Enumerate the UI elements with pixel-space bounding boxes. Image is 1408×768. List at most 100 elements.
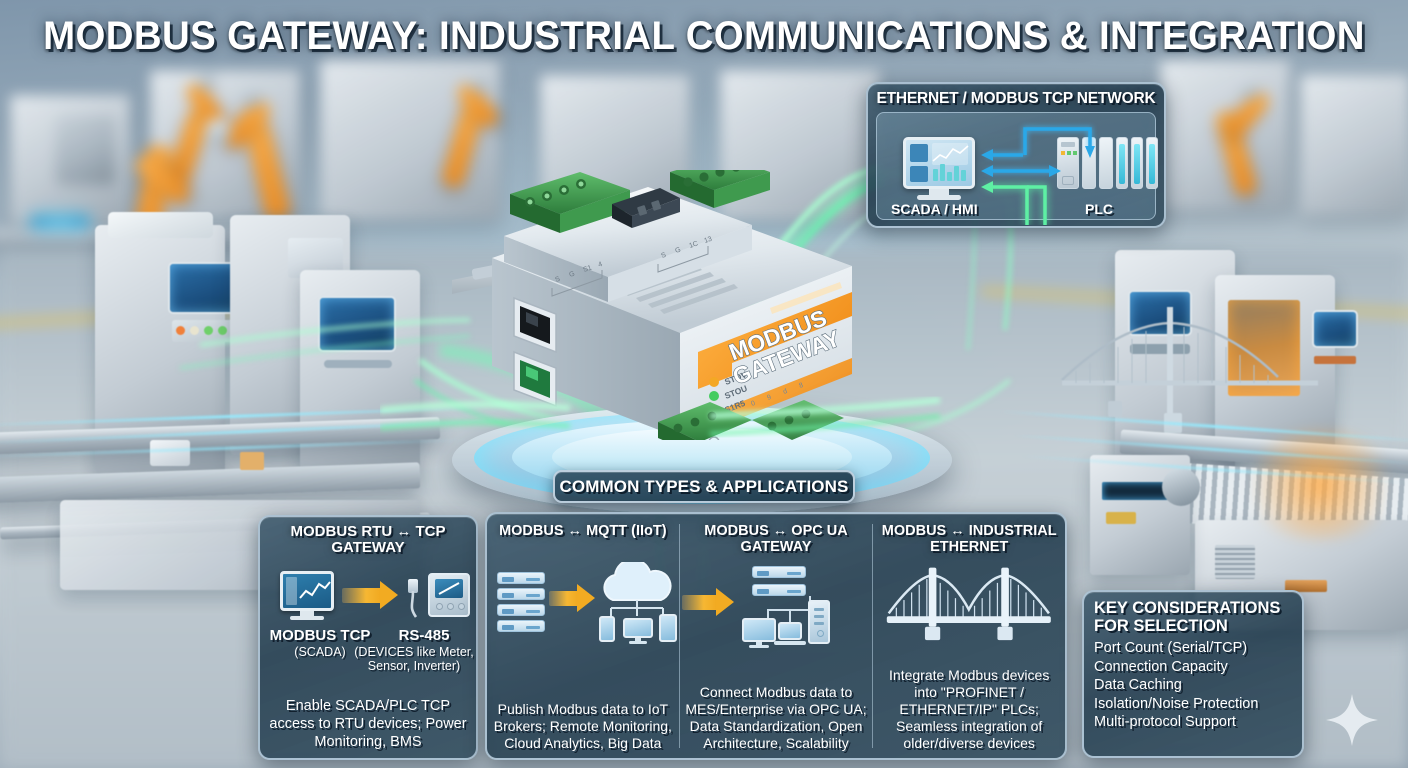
card-divider	[678, 524, 681, 748]
svg-text:S: S	[554, 276, 561, 284]
key-considerations-panel: KEY CONSIDERATIONS FOR SELECTION Port Co…	[1082, 590, 1304, 758]
network-arrows	[981, 127, 1095, 225]
fg-cabinet-slot	[324, 360, 392, 368]
bg-machine	[1300, 75, 1408, 215]
monitor-icon	[623, 618, 653, 638]
network-diagram: SCADA / HMI PLC	[876, 112, 1158, 225]
monitor-base	[917, 195, 961, 200]
fg-right-screen	[1128, 290, 1192, 336]
modbus-gateway-device: S G S1 4 S G 1C 13	[412, 156, 872, 456]
scada-monitor-icon	[280, 571, 334, 611]
fg-vent	[1215, 545, 1255, 579]
plc-module	[1131, 137, 1143, 189]
fg-indicator	[190, 326, 199, 335]
plc-module	[1116, 137, 1128, 189]
card-rtu-right-sub: (DEVICES like Meter, Sensor, Inverter)	[354, 645, 474, 673]
fg-oven-screen	[1312, 310, 1358, 348]
key-title-line1: KEY CONSIDERATIONS	[1094, 599, 1281, 617]
key-item: Data Caching	[1094, 677, 1182, 694]
trend-line-icon	[932, 145, 969, 162]
fg-yellow-tag	[1106, 512, 1136, 524]
card-rtu-left-label: MODBUS TCP	[269, 627, 371, 644]
bg-machine-panel	[55, 115, 115, 185]
gateway-svg: S G S1 4 S G 1C 13	[412, 156, 852, 456]
card-modbus-rtu-tcp[interactable]: MODBUS RTU ↔ TCP GATEWAY	[258, 515, 478, 760]
fg-label-plate	[1285, 580, 1327, 592]
connector-plug-icon	[408, 579, 418, 593]
key-item: Port Count (Serial/TCP)	[1094, 640, 1248, 657]
card-rtu-art	[260, 569, 476, 625]
bg-robot-joint	[468, 72, 488, 92]
card-mqtt-title: MODBUS ↔ MQTT (IIoT)	[499, 523, 667, 539]
key-item: Multi-protocol Support	[1094, 714, 1236, 731]
flow-arrow-icon	[682, 588, 735, 617]
key-item: Isolation/Noise Protection	[1094, 695, 1259, 712]
svg-text:S1: S1	[582, 264, 592, 273]
common-types-badge: COMMON TYPES & APPLICATIONS	[553, 470, 855, 503]
card-opcua-art	[680, 558, 872, 653]
scada-hmi-label: SCADA / HMI	[891, 201, 978, 217]
meter-needle-icon	[438, 582, 460, 595]
card-divider	[871, 524, 874, 748]
plc-label: PLC	[1085, 201, 1113, 217]
trend-line-icon	[299, 581, 331, 599]
key-title-line2: FOR SELECTION	[1094, 616, 1228, 635]
fg-digital-readout	[1102, 482, 1172, 500]
cable-icon	[410, 591, 418, 618]
fg-right-slot	[1130, 344, 1190, 354]
svg-text:13: 13	[703, 236, 713, 245]
fg-machine-cap	[108, 212, 213, 238]
monitor-base	[749, 645, 770, 648]
server-icon	[752, 584, 807, 596]
fg-indicator	[218, 326, 227, 335]
card-rtu-title: MODBUS RTU ↔ TCP GATEWAY	[290, 523, 446, 557]
server-icon	[497, 572, 545, 584]
badge-label: COMMON TYPES & APPLICATIONS	[559, 476, 849, 496]
card-modbus-opcua[interactable]: MODBUS ↔ OPC UA GATEWAY	[680, 514, 872, 758]
server-icon	[497, 604, 545, 616]
phone-icon	[599, 616, 615, 642]
card-rtu-right-label: RS-485	[398, 627, 450, 644]
svg-text:4: 4	[597, 261, 603, 269]
bridge-svg	[1061, 307, 1318, 433]
flow-arrow-icon	[342, 581, 398, 610]
fg-indicator	[176, 326, 185, 335]
fg-camera-lens	[1162, 468, 1200, 506]
bridge-icon-svg	[887, 567, 1052, 641]
fg-indicator	[204, 326, 213, 335]
key-considerations-list: Port Count (Serial/TCP) Connection Capac…	[1094, 639, 1292, 732]
svg-text:G: G	[674, 246, 681, 254]
laptop-base	[774, 641, 807, 645]
tablet-icon	[659, 614, 677, 642]
monitor-stand	[929, 189, 949, 195]
page-title: MODBUS GATEWAY: INDUSTRIAL COMMUNICATION…	[43, 14, 1365, 58]
svg-text:S: S	[660, 252, 667, 260]
laptop-icon	[778, 622, 803, 640]
server-icon	[497, 588, 545, 600]
fg-cabinet-screen	[318, 296, 396, 352]
monitor-stand	[635, 638, 641, 641]
monitor-base	[629, 641, 647, 644]
bg-robot-joint	[196, 70, 216, 90]
key-considerations-title: KEY CONSIDERATIONS FOR SELECTION	[1094, 599, 1292, 635]
key-item: Connection Capacity	[1094, 658, 1228, 675]
card-modbus-mqtt[interactable]: MODBUS ↔ MQTT (IIoT)	[487, 514, 679, 758]
ethernet-network-panel: ETHERNET / MODBUS TCP NETWORK	[866, 82, 1166, 228]
server-icon	[752, 566, 807, 578]
fg-conveyor-box	[150, 440, 190, 466]
monitor-stand	[756, 642, 763, 645]
monitor-stand	[300, 611, 314, 616]
card-ie-description: Integrate Modbus devices into "PROFINET …	[889, 666, 1050, 751]
plc-module	[1146, 137, 1158, 189]
monitor-icon	[742, 618, 777, 642]
card-industrial-ethernet[interactable]: MODBUS ↔ INDUSTRIAL ETHERNET	[873, 514, 1065, 758]
cloud-links	[610, 600, 664, 616]
bridge-icon	[883, 560, 1055, 652]
flow-arrow-icon	[549, 584, 595, 613]
sparkle-icon	[1326, 694, 1378, 746]
svg-text:d: d	[782, 388, 788, 396]
rs485-meter-icon	[428, 573, 470, 617]
plc-module	[1099, 137, 1113, 189]
bg-robot-joint	[240, 86, 262, 108]
card-mqtt-description: Publish Modbus data to IoT Brokers; Remo…	[493, 700, 672, 751]
